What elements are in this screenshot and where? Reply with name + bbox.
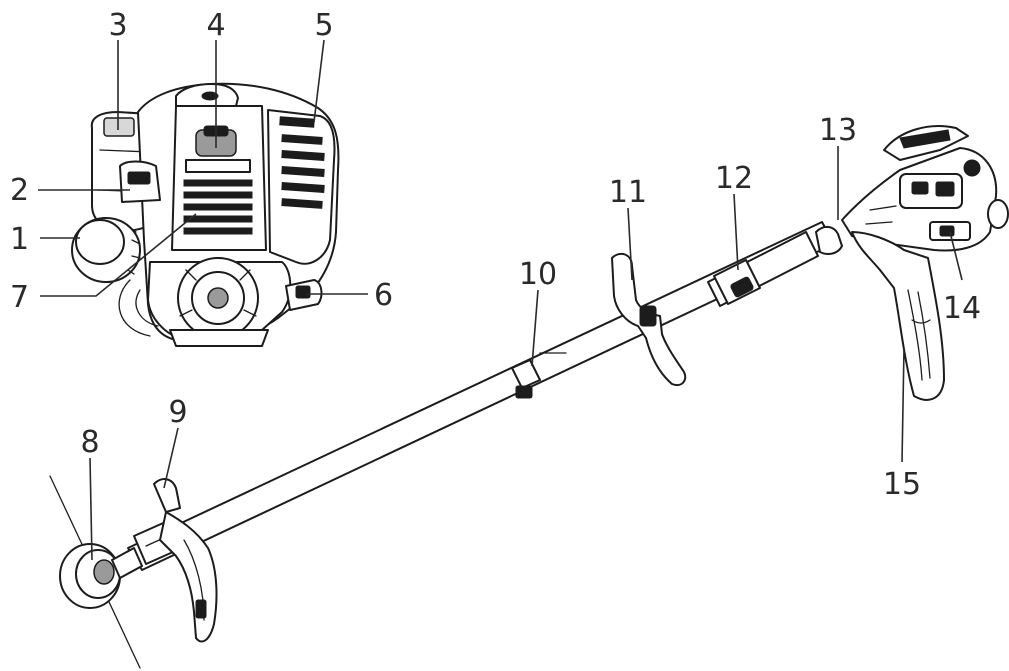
- callout-2: 2: [10, 173, 29, 208]
- leader-10: [531, 289, 539, 367]
- leader-14: [949, 231, 963, 281]
- air-filter-cover: [71, 217, 141, 283]
- callout-8: 8: [80, 425, 99, 460]
- callout-1: 1: [10, 222, 29, 257]
- callout-15: 15: [883, 467, 921, 502]
- leader-12: [733, 193, 739, 271]
- power-head: [841, 125, 1009, 252]
- callout-11: 11: [609, 175, 647, 210]
- callout-12: 12: [715, 161, 753, 196]
- front-handle: [611, 252, 687, 386]
- callout-14: 14: [943, 291, 981, 326]
- engine-illustration: [71, 82, 340, 347]
- rear-handle: [851, 231, 945, 401]
- muffler-fins: [279, 116, 325, 209]
- cooling-fins: [183, 179, 253, 235]
- callout-5: 5: [314, 8, 333, 43]
- callout-6: 6: [374, 278, 393, 313]
- callout-13: 13: [819, 113, 857, 148]
- leader-8: [89, 457, 93, 561]
- callout-4: 4: [206, 8, 225, 43]
- leader-15: [901, 347, 905, 463]
- leader-11: [627, 207, 633, 281]
- trimmer-illustration: [49, 125, 1009, 669]
- grass-guard: [153, 478, 218, 643]
- leader-lines: [38, 39, 963, 561]
- callout-labels: 1 2 3 4 5 6 7 8 9 10 11 12 13 14 15: [10, 8, 981, 502]
- cutting-head: [49, 475, 183, 669]
- leader-5: [313, 39, 325, 123]
- leader-9: [163, 427, 179, 489]
- callout-9: 9: [168, 395, 187, 430]
- callout-10: 10: [519, 257, 557, 292]
- callout-3: 3: [108, 8, 127, 43]
- leader-7: [40, 213, 197, 297]
- callout-7: 7: [10, 280, 29, 315]
